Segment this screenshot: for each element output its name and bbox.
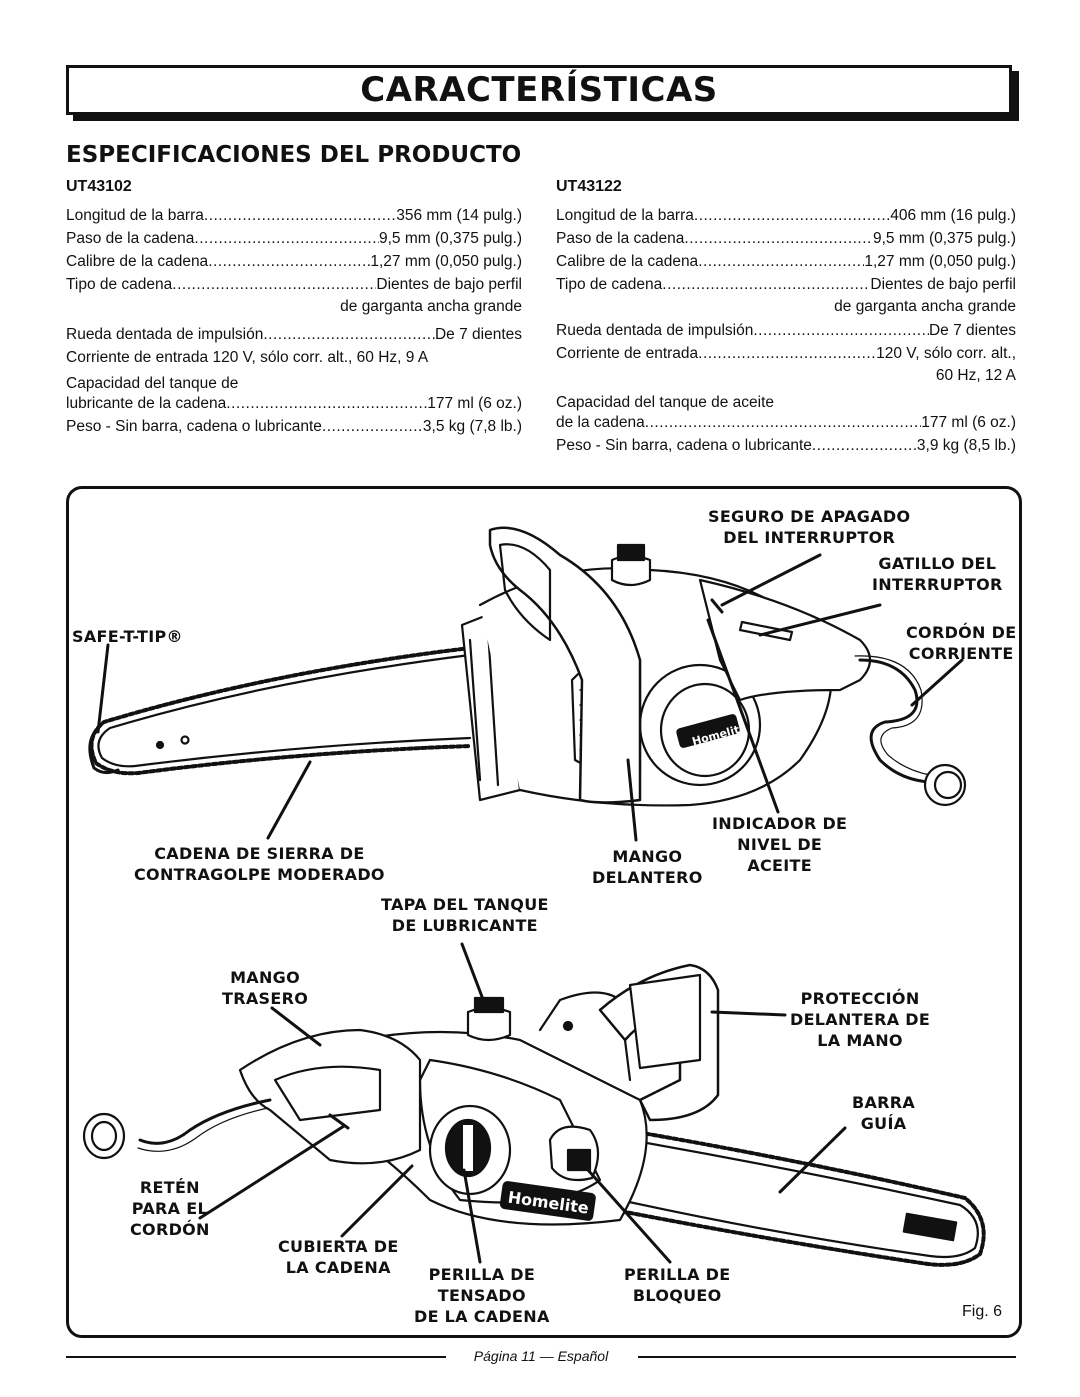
label-safe-t-tip: SAFE-T-TIP® [72,627,183,646]
bar-tip-icon [902,1212,958,1242]
saw-chain-top [89,646,472,776]
guide-bar-bottom [618,1138,979,1259]
saw-chain-bottom [613,1128,986,1267]
label-saw-chain: CADENA DE SIERRA DE CONTRAGOLPE MODERADO [134,844,385,884]
spec-tank-line1: Capacidad del tanque de [66,375,239,392]
spec-tank: lubricante de la cadena177 ml (6 oz.) [66,394,522,415]
spec-sprocket: Rueda dentada de impulsiónDe 7 dientes [556,319,1016,342]
spec-bar-length: Longitud de la barra356 mm (14 pulg.) [66,204,522,227]
spec-column-ut43122: UT43122 Longitud de la barra406 mm (16 p… [556,178,1016,457]
label-cord-retainer: RETÉN PARA EL CORDÓN [130,1178,210,1239]
power-cord-bottom [138,1098,272,1145]
spec-chain-type: Tipo de cadenaDientes de bajo perfil [556,273,1016,296]
top-chainsaw: Homelite [88,526,967,807]
spec-chain-type-cont: de garganta ancha grande [834,298,1016,315]
spec-input: Corriente de entrada 120 V, sólo corr. a… [66,349,429,366]
spec-chain-type-cont: de garganta ancha grande [340,298,522,315]
spec-chain-type: Tipo de cadenaDientes de bajo perfil [66,273,522,296]
label-switch-lockout: SEGURO DE APAGADO DEL INTERRUPTOR [708,507,911,547]
safe-t-tip-icon [88,726,120,775]
spec-weight: Peso - Sin barra, cadena o lubricante3,9… [556,434,1016,457]
spec-chain-pitch: Paso de la cadena9,5 mm (0,375 pulg.) [556,227,1016,250]
model-number: UT43122 [556,178,622,195]
rear-handle-bottom [238,1028,422,1165]
label-lock-knob: PERILLA DE BLOQUEO [624,1265,731,1305]
label-rear-handle: MANGO TRASERO [222,968,309,1008]
label-switch-trigger: GATILLO DEL INTERRUPTOR [872,554,1003,594]
spec-sprocket: Rueda dentada de impulsiónDe 7 dientes [66,323,522,346]
label-tension-knob: PERILLA DE TENSADO DE LA CADENA [414,1265,550,1326]
spec-weight: Peso - Sin barra, cadena o lubricante3,5… [66,415,522,438]
label-front-handle: MANGO DELANTERO [592,847,703,887]
guide-bar-top [97,653,472,768]
leader-lines [96,553,964,1264]
bar-rivet-icon [180,735,190,745]
label-oil-cap: TAPA DEL TANQUE DE LUBRICANTE [381,895,549,935]
page-footer: Página 11 — Español [66,1346,1016,1366]
brand-plate-top [676,714,740,748]
label-power-cord: CORDÓN DE CORRIENTE [906,623,1017,663]
power-cord-top [858,658,932,784]
model-number: UT43102 [66,178,132,195]
label-oil-level: INDICADOR DE NIVEL DE ACEITE [712,814,848,875]
page-title: CARACTERÍSTICAS [360,70,718,110]
figure-caption: Fig. 6 [962,1303,1003,1320]
bottom-chainsaw: Homelite [82,963,986,1267]
spec-input-cont: 60 Hz, 12 A [935,367,1016,384]
label-guide-bar: BARRA GUÍA [852,1093,916,1133]
label-chain-cover: CUBIERTA DE LA CADENA [278,1237,399,1277]
page-number: Página 11 — Español [473,1348,609,1364]
figure-frame [66,486,1022,1338]
trigger-top [738,620,794,642]
spec-tank-line1: Capacidad del tanque de aceite [556,394,775,411]
spec-column-ut43102: UT43102 Longitud de la barra356 mm (14 p… [66,178,522,438]
page-banner: CARACTERÍSTICAS [66,65,1012,115]
spec-chain-pitch: Paso de la cadena9,5 mm (0,375 pulg.) [66,227,522,250]
label-hand-guard: PROTECCIÓN DELANTERA DE LA MANO [790,989,931,1050]
spec-chain-gauge: Calibre de la cadena1,27 mm (0,050 pulg.… [66,250,522,273]
spec-bar-length: Longitud de la barra406 mm (16 pulg.) [556,204,1016,227]
spec-tank: de la cadena177 ml (6 oz.) [556,413,1016,434]
spec-chain-gauge: Calibre de la cadena1,27 mm (0,050 pulg.… [556,250,1016,273]
brand-plate-bottom [499,1181,596,1221]
plug-icon-top [923,763,967,807]
section-title: ESPECIFICACIONES DEL PRODUCTO [66,142,522,168]
front-handle-top [488,526,642,804]
plug-icon-bottom [82,1112,126,1160]
bar-hole-icon [155,740,165,750]
